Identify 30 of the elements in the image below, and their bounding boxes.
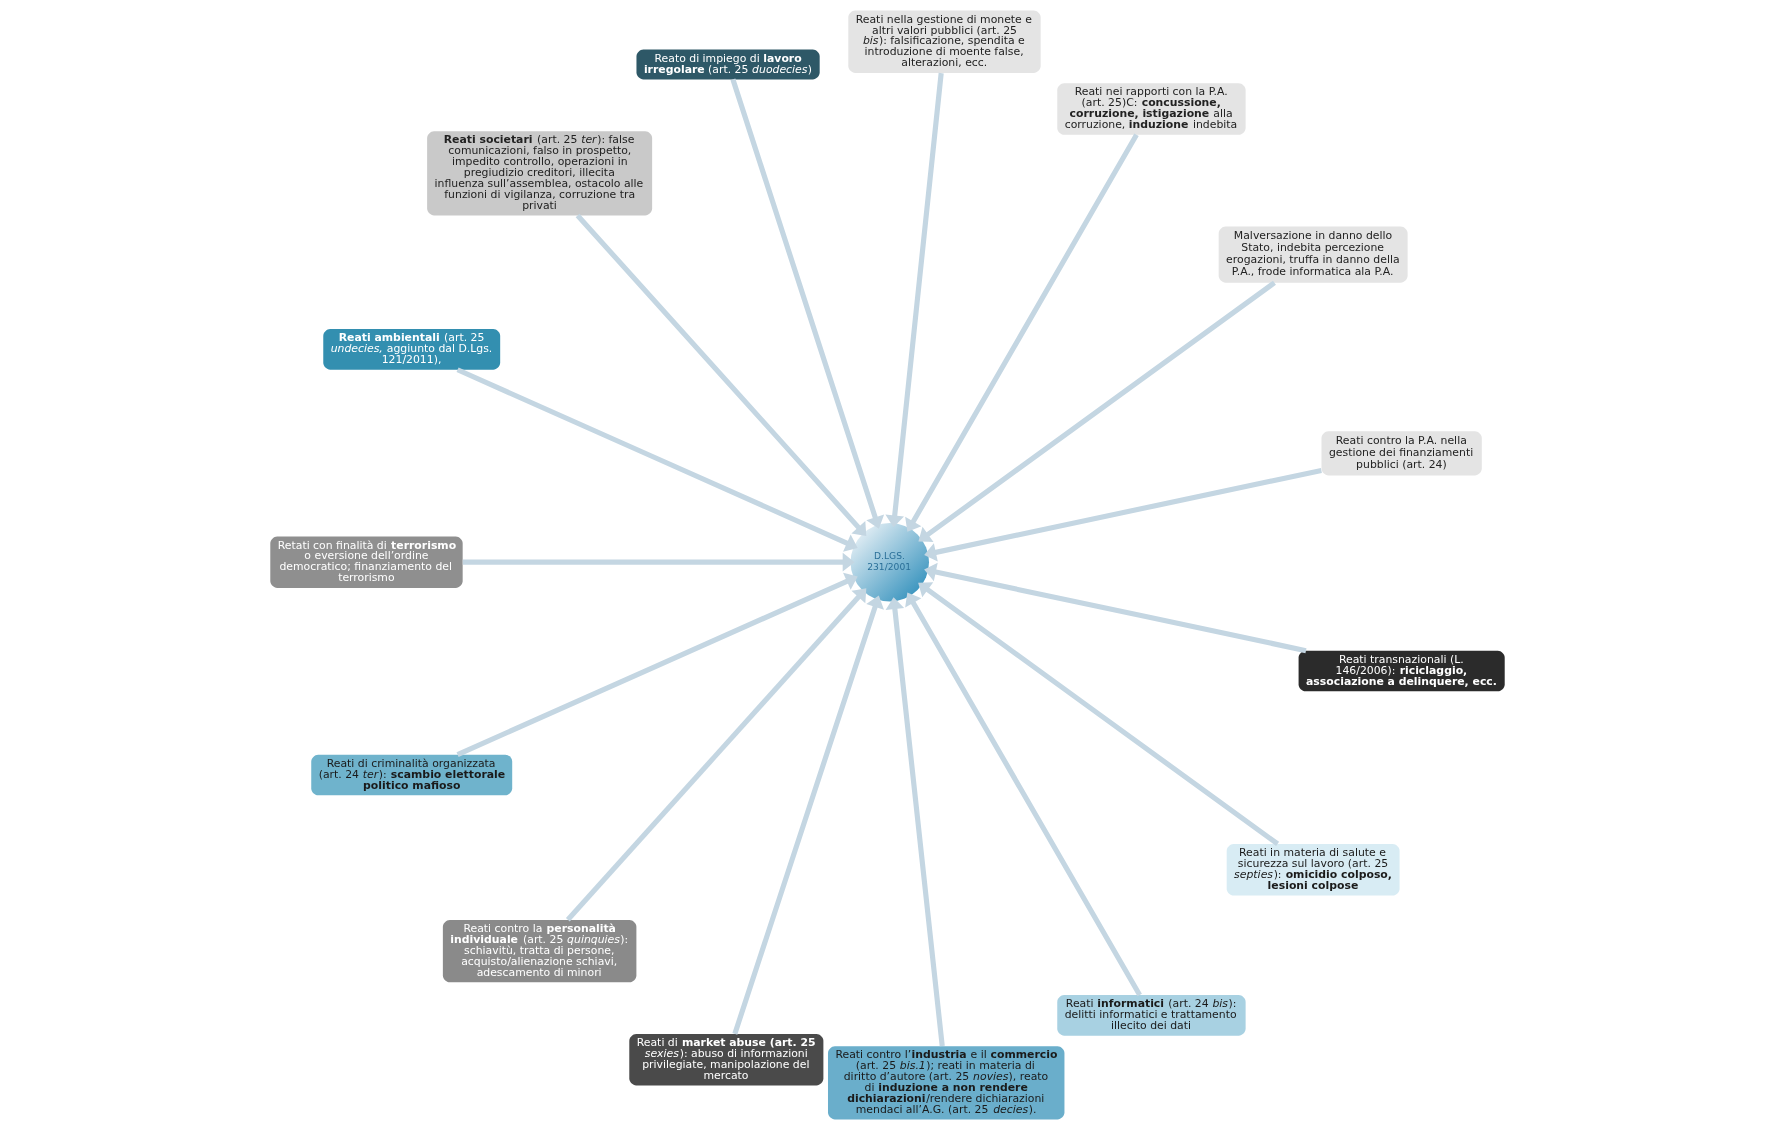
node-box: Reati contro la personalità individuale (art. 25 quinquies): schiavitù, tratta di persone, acquisto/alienazione schiavi, adescamento di minori	[442, 919, 637, 983]
node-box: Reato di impiego di lavoro irregolare (art. 25 duodecies)	[636, 49, 820, 80]
node-box: Reati informatici (art. 24 bis): delitti informatici e trattamento illecito dei dati	[1057, 995, 1246, 1036]
arrow	[905, 592, 1142, 997]
arrow	[885, 597, 945, 1047]
arrow	[918, 280, 1276, 542]
node-box: Reati contro la P.A. nella gestione dei finanziamenti pubblici (art. 24)	[1321, 431, 1482, 476]
arrow	[905, 133, 1139, 532]
arrow	[462, 552, 855, 572]
arrow	[456, 572, 858, 757]
node-box: Reati ambientali (art. 25 undecies, aggiunto dal D.Lgs. 121/2011),	[323, 329, 501, 370]
arrow	[924, 562, 1307, 654]
node-box: Reati nei rapporti con la P.A. (art. 25)C: concussione, corruzione, istigazione alla corruzione, induzione indebita	[1057, 83, 1246, 135]
node-box: Reati nella gestione di monete e altri valori pubblici (art. 25 bis): falsificazione, spendita e introduzione di moente false, alterazioni, ecc.	[848, 10, 1041, 73]
arrow	[575, 213, 867, 537]
node-box: Reati in materia di salute e sicurezza sul lavoro (art. 25 septies): omicidio colposo, lesioni colpose	[1226, 844, 1400, 896]
arrow	[456, 367, 858, 552]
node-box: Reati contro l’industria e il commercio (art. 25 bis.1); reati in materia di diritto d’autore (art. 25 novies), reato di induzione a non rendere dichiarazioni/rendere dichiarazioni mendaci all’A.G. (art. 25 decies).	[828, 1046, 1065, 1120]
node-box: Reati di criminalità organizzata (art. 24 ter): scambio elettorale politico mafioso	[311, 754, 513, 796]
node-box: Retati con finalità di terrorismo o eversione dell’ordine democratico; finanziamento del terrorismo	[270, 536, 463, 588]
arrow	[924, 467, 1322, 562]
node-box: Reati di market abuse (art. 25 sexies): abuso di informazioni privilegiate, manipolazione del mercato	[629, 1033, 824, 1086]
node-box: Malversazione in danno dello Stato, indebita percezione erogazioni, truffa in danno della P.A., frode informatica ala P.A.	[1218, 226, 1408, 283]
arrow	[565, 588, 867, 922]
node-box: Reati transnazionali (L. 146/2006): riciclaggio, associazione a delinquere, ecc.	[1298, 650, 1505, 692]
node-box: Reati societari (art. 25 ter): false comunicazioni, falso in prospetto, impedito controllo, operazioni in pregiudizio creditori, illecita influenza sull’assemblea, ostacolo alle funzioni di vigilanza, corruzione tra privati	[427, 131, 653, 216]
arrow	[732, 595, 884, 1035]
arrow	[730, 78, 885, 529]
arrow	[885, 72, 944, 528]
arrow	[918, 582, 1280, 847]
